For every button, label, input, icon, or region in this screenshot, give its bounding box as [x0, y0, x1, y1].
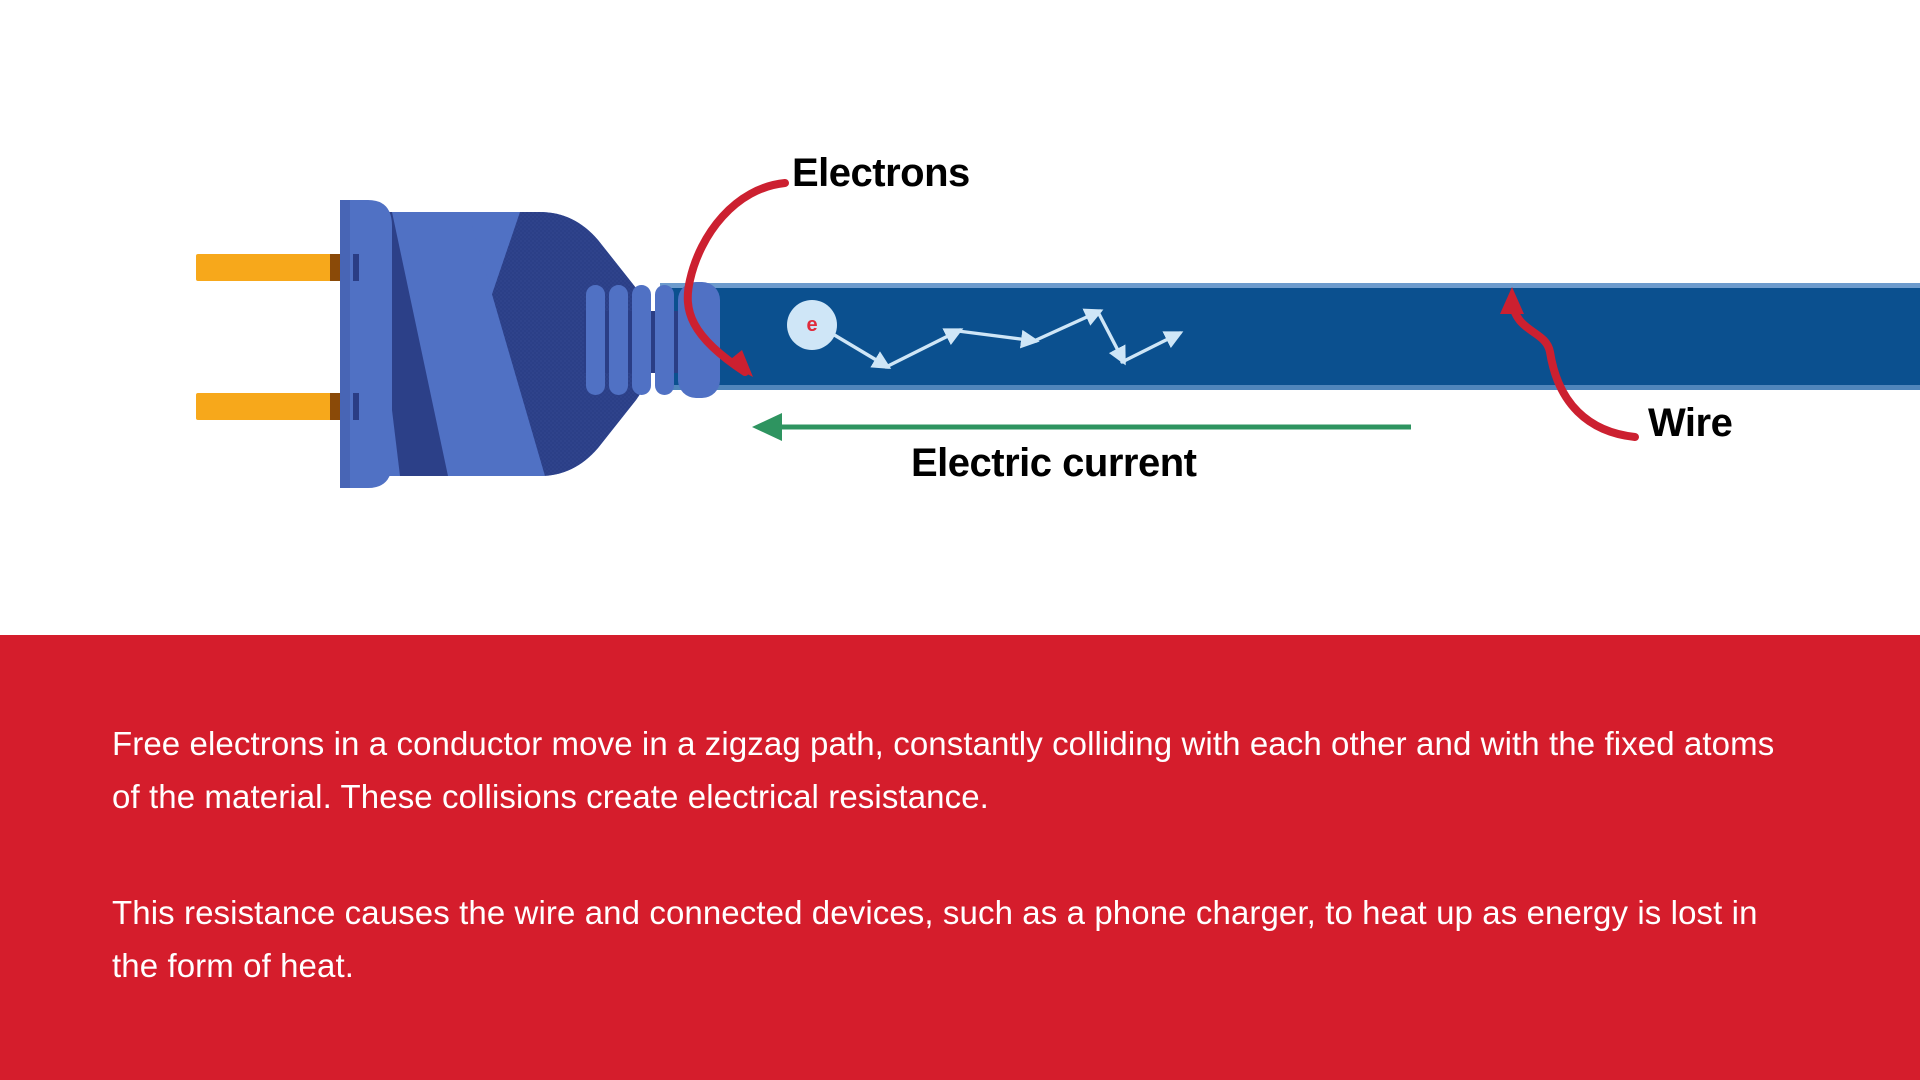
- coil-rib-1: [586, 285, 605, 395]
- prong-bottom: [196, 393, 346, 420]
- wire-body: [660, 283, 1920, 390]
- zigzag-segment-5: [1096, 310, 1126, 366]
- electron-zigzag-group: e: [787, 300, 1184, 369]
- coil-rib-3: [632, 285, 651, 395]
- zigzag-segment-6: [1120, 331, 1184, 364]
- electric-current-arrowhead: [752, 413, 782, 441]
- explanation-paragraph-1: Free electrons in a conductor move in a …: [112, 725, 1775, 816]
- wire-callout-arrow: [1500, 287, 1639, 441]
- electric-current-label: Electric current: [911, 441, 1197, 485]
- electrons-arrowhead: [726, 350, 753, 377]
- coil-rib-2: [609, 285, 628, 395]
- zigzag-segment-4: [1032, 308, 1104, 343]
- zigzag-path: [824, 308, 1184, 369]
- collar-notch-bottom: [353, 393, 359, 420]
- plug-collar-edge: [340, 200, 350, 488]
- explanation-paragraph-2: This resistance causes the wire and conn…: [112, 893, 1758, 985]
- electrons-callout-arrow: [683, 179, 789, 377]
- collar-notch-top: [353, 254, 359, 281]
- illustration-area: e Electrons Wire Electric current: [196, 151, 1920, 488]
- prong-top: [196, 254, 346, 281]
- cable-strain-relief-coil: [584, 282, 720, 398]
- plug-and-wire-illustration: e: [196, 179, 1920, 488]
- explanation-panel: Free electrons in a conductor move in a …: [0, 635, 1920, 1080]
- zigzag-segment-1: [824, 328, 892, 369]
- wire-arrowhead: [1500, 287, 1524, 314]
- wire-label: Wire: [1648, 401, 1733, 445]
- zigzag-segment-2: [884, 328, 964, 369]
- electron-symbol-label: e: [806, 314, 817, 336]
- zigzag-segment-3: [956, 329, 1040, 349]
- electric-current-arrow: [752, 413, 1411, 441]
- plug-prongs: [196, 254, 356, 420]
- coil-rib-4: [655, 285, 674, 395]
- plug-body: [340, 200, 652, 488]
- electron-circle: [787, 300, 837, 350]
- electrons-label: Electrons: [792, 151, 970, 195]
